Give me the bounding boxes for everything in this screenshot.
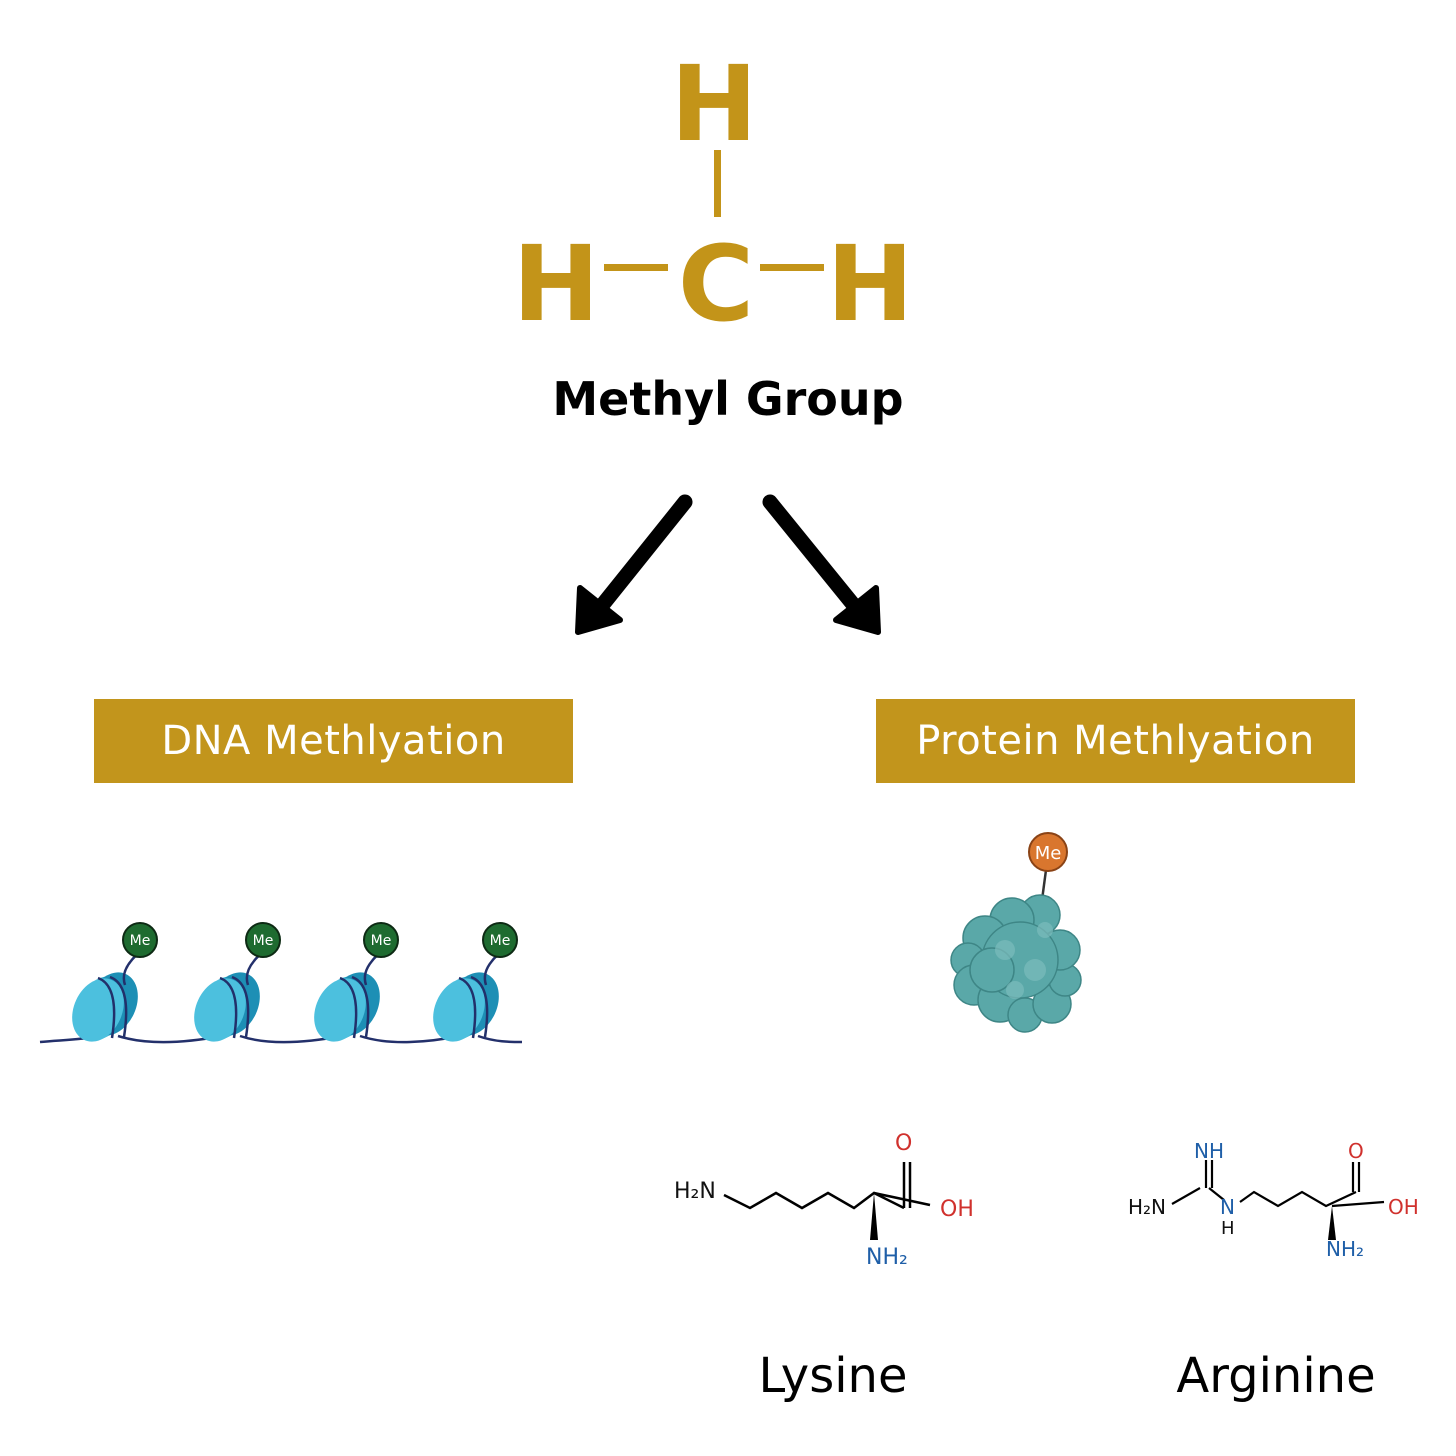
hydrogen-top: H xyxy=(670,43,758,165)
arginine-n: N xyxy=(1220,1195,1235,1219)
lysine-h2n: H₂N xyxy=(674,1179,716,1204)
bond-left xyxy=(604,264,668,271)
svg-text:Me: Me xyxy=(490,933,511,949)
carbon-center: C xyxy=(677,223,755,345)
lysine-nh2: NH₂ xyxy=(866,1245,908,1270)
me-marker-protein: Me xyxy=(1028,832,1068,872)
protein-blob xyxy=(950,894,1082,1033)
arginine-nh2: NH₂ xyxy=(1326,1237,1364,1261)
nucleosome-1 xyxy=(61,962,149,1052)
lysine-o: O xyxy=(895,1131,912,1156)
lysine-structure: H₂N O OH NH₂ xyxy=(674,1131,974,1270)
me-marker-dna-4: Me xyxy=(482,922,518,958)
svg-text:Me: Me xyxy=(1035,843,1062,864)
arginine-oh: OH xyxy=(1388,1195,1419,1219)
arginine-h2n: H₂N xyxy=(1128,1195,1166,1219)
lysine-label: Lysine xyxy=(758,1348,908,1404)
methyl-group-label: Methyl Group xyxy=(552,372,904,426)
me-marker-dna-2: Me xyxy=(245,922,281,958)
me-marker-dna-3: Me xyxy=(363,922,399,958)
dna-strand xyxy=(39,1034,523,1044)
nucleosome-2 xyxy=(183,962,271,1052)
lysine-oh: OH xyxy=(940,1197,974,1222)
svg-text:Me: Me xyxy=(130,933,151,949)
branch-arrows xyxy=(575,494,881,635)
bond-top xyxy=(714,150,721,217)
nucleosome-3 xyxy=(303,962,391,1052)
svg-text:Me: Me xyxy=(253,933,274,949)
arginine-structure: NH H₂N N H O OH NH₂ xyxy=(1128,1139,1419,1261)
arrow-left xyxy=(575,494,693,635)
hydrogen-left: H xyxy=(512,223,600,345)
dna-nucleosome-illustration: Me Me Me Me xyxy=(39,922,523,1052)
protein-illustration: Me xyxy=(950,832,1082,1033)
arrow-right xyxy=(762,494,881,635)
arginine-o: O xyxy=(1348,1139,1364,1163)
dna-methylation-banner: DNA Methlyation xyxy=(94,699,573,783)
me-marker-dna-1: Me xyxy=(122,922,158,958)
arginine-nh: NH xyxy=(1194,1139,1224,1163)
arginine-h: H xyxy=(1221,1218,1235,1239)
protein-methylation-banner: Protein Methlyation xyxy=(876,699,1355,783)
hydrogen-right: H xyxy=(826,223,914,345)
svg-text:Me: Me xyxy=(371,933,392,949)
nucleosome-4 xyxy=(422,962,510,1052)
arginine-label: Arginine xyxy=(1176,1348,1376,1404)
bond-right xyxy=(760,264,824,271)
